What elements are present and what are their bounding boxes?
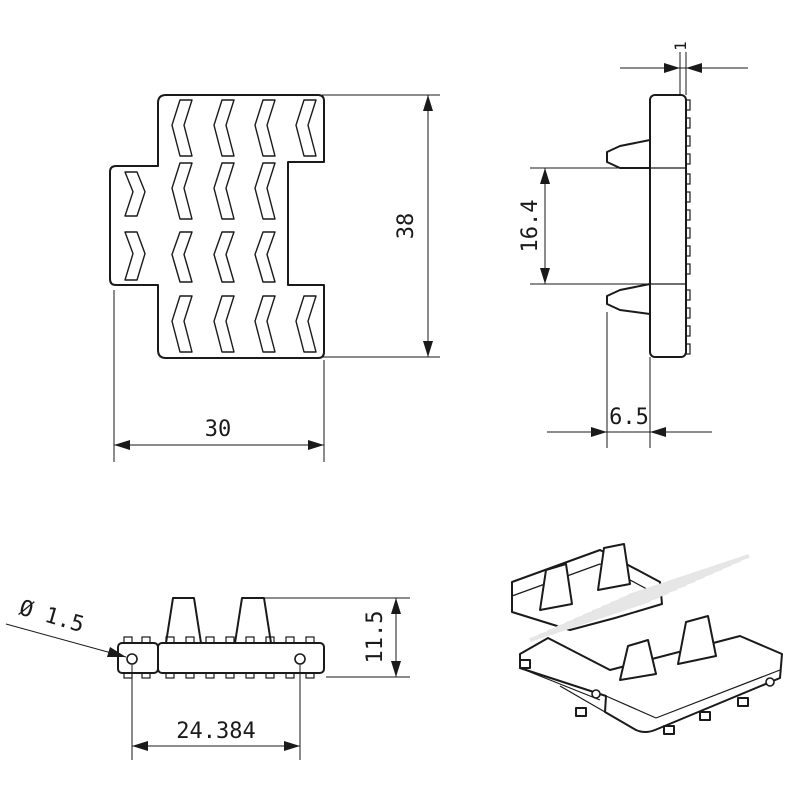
side-rib-edge-2 (685, 117, 691, 129)
front-tooth-top-2 (141, 636, 151, 644)
isometric-foot-4 (737, 697, 749, 707)
side-rib-edge-7 (685, 209, 691, 221)
front-tooth-top-8 (265, 636, 275, 644)
side-rib-edge-10 (685, 263, 691, 275)
side-rib-edge-12 (685, 307, 691, 319)
front-tooth-top-9 (285, 636, 295, 644)
front-tooth-bottom-10 (305, 672, 315, 679)
side-rib-edge-6 (685, 191, 691, 203)
chevron-rib-6 (213, 162, 235, 220)
front-tooth-top-4 (185, 636, 195, 644)
dimension-width: 30 (113, 290, 325, 462)
side-view-rib-edges (685, 99, 691, 355)
side-view-guide-tab-upper (606, 139, 651, 169)
front-tooth-bottom-3 (165, 672, 175, 679)
side-rib-edge-11 (685, 289, 691, 301)
chevron-rib-11 (171, 295, 193, 353)
front-tooth-bottom-9 (285, 672, 295, 679)
front-view-hole-right (294, 653, 306, 665)
isometric-view (511, 543, 783, 735)
chevron-rib-3 (254, 99, 276, 157)
top-view-outline (109, 94, 325, 359)
chevron-rib-14 (295, 295, 317, 353)
dimension-pitch-label: 24.384 (176, 719, 255, 744)
dimension-hole-diameter: Ø 1.5 (5, 596, 127, 658)
chevron-rib-9 (213, 231, 235, 283)
chevron-rib-tab-1 (124, 171, 146, 217)
isometric-tab-front-left (619, 639, 657, 681)
dimension-thickness-label: 6.5 (609, 405, 649, 430)
front-view-hole-left (126, 653, 138, 665)
dimension-small-label: 1 (671, 41, 690, 51)
chevron-rib-8 (171, 231, 193, 283)
side-rib-edge-4 (685, 153, 691, 165)
isometric-foot-5 (519, 659, 531, 669)
isometric-front-plate (519, 635, 783, 733)
dimension-width-label: 30 (205, 417, 232, 442)
isometric-tab-front-right (677, 615, 717, 665)
front-view (117, 597, 325, 679)
chevron-rib-tab-2 (124, 231, 146, 281)
chevron-rib-10 (254, 231, 276, 283)
dimension-height-label: 38 (394, 213, 419, 240)
dimension-small: 1 (620, 41, 748, 95)
front-view-tab-right (234, 597, 272, 644)
chevron-rib-1 (171, 99, 193, 157)
isometric-hole-left (591, 689, 601, 699)
isometric-foot-1 (575, 707, 587, 717)
dimension-hole-diameter-label: Ø 1.5 (16, 596, 87, 638)
isometric-tab-rear-right (597, 543, 631, 591)
isometric-foot-3 (699, 711, 711, 721)
isometric-foot-2 (663, 725, 675, 735)
front-tooth-bottom-7 (245, 672, 255, 679)
chevron-rib-12 (213, 295, 235, 353)
chevron-rib-4 (295, 99, 317, 157)
chevron-rib-5 (171, 162, 193, 220)
dimension-overall-height: 11.5 (258, 597, 410, 678)
iso-rod-12 (628, 554, 750, 598)
front-tooth-top-10 (305, 636, 315, 644)
front-tooth-top-6 (225, 636, 235, 644)
dimension-gap-label: 16.4 (518, 200, 543, 253)
side-rib-edge-9 (685, 245, 691, 257)
dimension-gap: 16.4 (518, 167, 648, 285)
top-view-chevron-ribs (124, 99, 317, 353)
side-view-body (649, 94, 687, 358)
side-view (606, 94, 691, 358)
chevron-rib-7 (254, 162, 276, 220)
isometric-rods (529, 554, 750, 642)
chevron-rib-13 (254, 295, 276, 353)
side-rib-edge-1 (685, 99, 691, 111)
front-tooth-bottom-4 (185, 672, 195, 679)
side-rib-edge-14 (685, 343, 691, 355)
front-tooth-top-7 (245, 636, 255, 644)
front-tooth-bottom-8 (265, 672, 275, 679)
side-rib-edge-5 (685, 173, 691, 185)
side-view-guide-tab-lower (606, 283, 651, 315)
front-view-tab-left (165, 597, 202, 644)
side-rib-edge-13 (685, 325, 691, 337)
front-tooth-top-1 (123, 636, 133, 644)
front-tooth-bottom-5 (205, 672, 215, 679)
chevron-rib-2 (213, 99, 235, 157)
dimension-height: 38 (322, 94, 440, 358)
front-tooth-top-5 (205, 636, 215, 644)
front-tooth-top-3 (165, 636, 175, 644)
isometric-tab-rear-left (539, 563, 573, 611)
top-view (109, 94, 325, 359)
front-view-base-left (117, 642, 159, 674)
isometric-hole-right (765, 677, 775, 687)
dimension-thickness: 6.5 (547, 312, 712, 448)
dimension-pitch: 24.384 (131, 665, 301, 760)
side-rib-edge-8 (685, 227, 691, 239)
front-tooth-bottom-2 (141, 672, 151, 679)
front-tooth-bottom-6 (225, 672, 235, 679)
side-rib-edge-3 (685, 135, 691, 147)
dimension-overall-height-label: 11.5 (363, 611, 388, 664)
